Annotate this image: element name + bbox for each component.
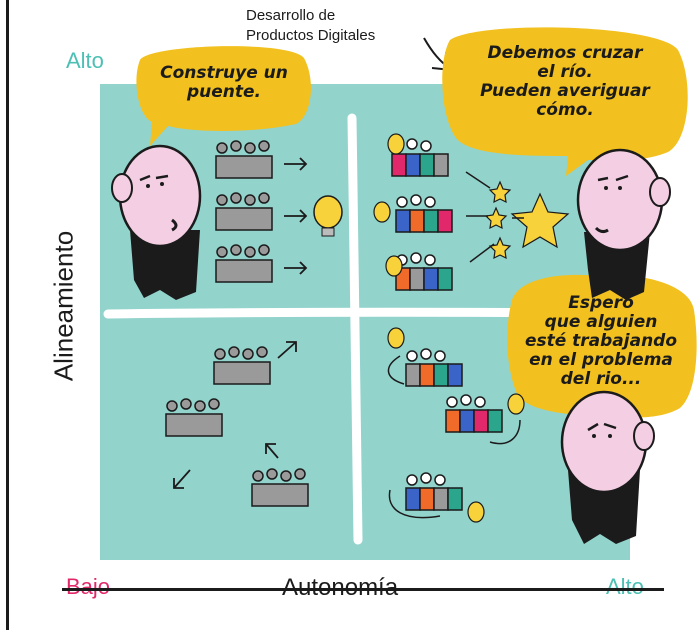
team-group-icon <box>405 348 503 511</box>
manager-head-right-icon <box>576 148 671 300</box>
arrow-icon <box>465 171 524 263</box>
manager-head-bottom-icon <box>560 390 655 544</box>
manager-head-left-icon <box>111 144 202 300</box>
speech-bubble-bottom <box>507 274 697 434</box>
speech-bubble-left <box>136 46 311 146</box>
star-icon <box>484 180 570 260</box>
speech-bubble-right <box>442 27 688 176</box>
left-frame-line <box>6 0 9 630</box>
team-group-icon <box>215 140 273 283</box>
y-axis-high-label: Alto <box>66 48 104 73</box>
speech-text-left: Construye un puente. <box>160 63 288 102</box>
y-axis-label: Alineamiento <box>48 230 79 382</box>
x-axis-label: Autonomía <box>282 574 398 602</box>
arrow-icon <box>284 157 308 275</box>
lightbulb-icon <box>313 195 343 237</box>
x-axis-low-label: Bajo <box>66 574 111 599</box>
lightbulb-icon <box>387 327 525 523</box>
speech-text-bottom: Espero que alguien esté trabajando en el… <box>524 293 678 389</box>
team-group-icon <box>165 346 309 507</box>
bottom-rule <box>62 588 664 591</box>
curved-arrow-icon <box>387 355 521 519</box>
arrow-icon <box>173 341 297 489</box>
x-axis-high-label: Alto <box>606 574 644 599</box>
diagram-caption: Desarrollo de Productos Digitales <box>246 7 376 44</box>
vertical-divider <box>347 113 363 545</box>
lightbulb-icon <box>373 133 405 277</box>
speech-text-right: Debemos cruzar el río. Pueden averiguar … <box>480 43 650 120</box>
